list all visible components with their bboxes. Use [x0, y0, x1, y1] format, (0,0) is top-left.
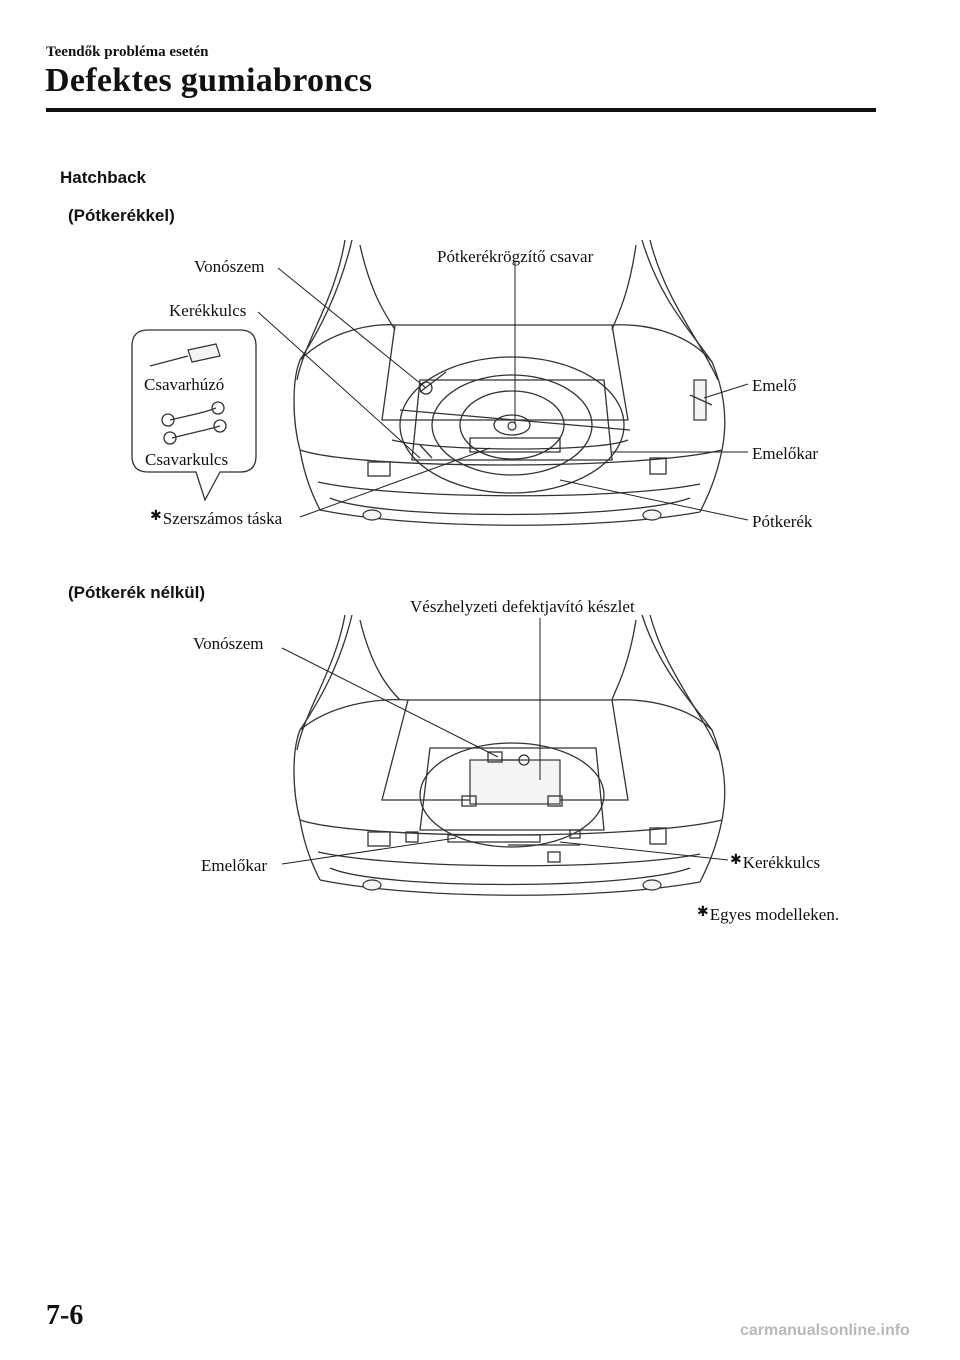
label-spare-bolt: Pótkerékrögzítő csavar: [437, 247, 594, 266]
title-rule: [46, 108, 876, 112]
page-number: 7-6: [46, 1300, 84, 1331]
label-screwdriver: Csavarhúzó: [144, 375, 225, 394]
label-jack: Emelő: [752, 376, 797, 395]
label-towing-eye: Vonószem: [194, 257, 265, 276]
asterisk-icon: ✱: [150, 509, 162, 524]
label-spare-tire: Pótkerék: [752, 512, 813, 531]
label-jack-handle-2: Emelőkar: [201, 856, 268, 875]
spanner-icon: [161, 401, 227, 445]
section-hatchback: Hatchback: [60, 168, 146, 187]
trunk-figure-without-spare: [281, 614, 729, 896]
label-lug-wrench-2: ✱Kerékkulcs: [730, 853, 821, 872]
footer-watermark: carmanualsonline.info: [740, 1322, 910, 1339]
breadcrumb: Teendők probléma esetén: [46, 44, 209, 60]
asterisk-icon: ✱: [697, 905, 709, 920]
label-jack-handle: Emelőkar: [752, 444, 819, 463]
label-repair-kit: Vészhelyzeti defektjavító készlet: [410, 597, 635, 616]
section-without-spare: (Pótkerék nélkül): [68, 583, 205, 602]
label-tool-bag: ✱Szerszámos táska: [150, 509, 283, 528]
screwdriver-icon: [149, 343, 221, 367]
page-title: Defektes gumiabroncs: [45, 62, 373, 99]
footnote: ✱Egyes modelleken.: [697, 905, 840, 924]
section-with-spare: (Pótkerékkel): [68, 206, 175, 225]
label-spanner: Csavarkulcs: [145, 450, 229, 469]
asterisk-icon: ✱: [730, 853, 742, 868]
label-lug-wrench: Kerékkulcs: [169, 301, 247, 320]
label-towing-eye-2: Vonószem: [193, 634, 264, 653]
trunk-figure-with-spare: [131, 239, 749, 526]
